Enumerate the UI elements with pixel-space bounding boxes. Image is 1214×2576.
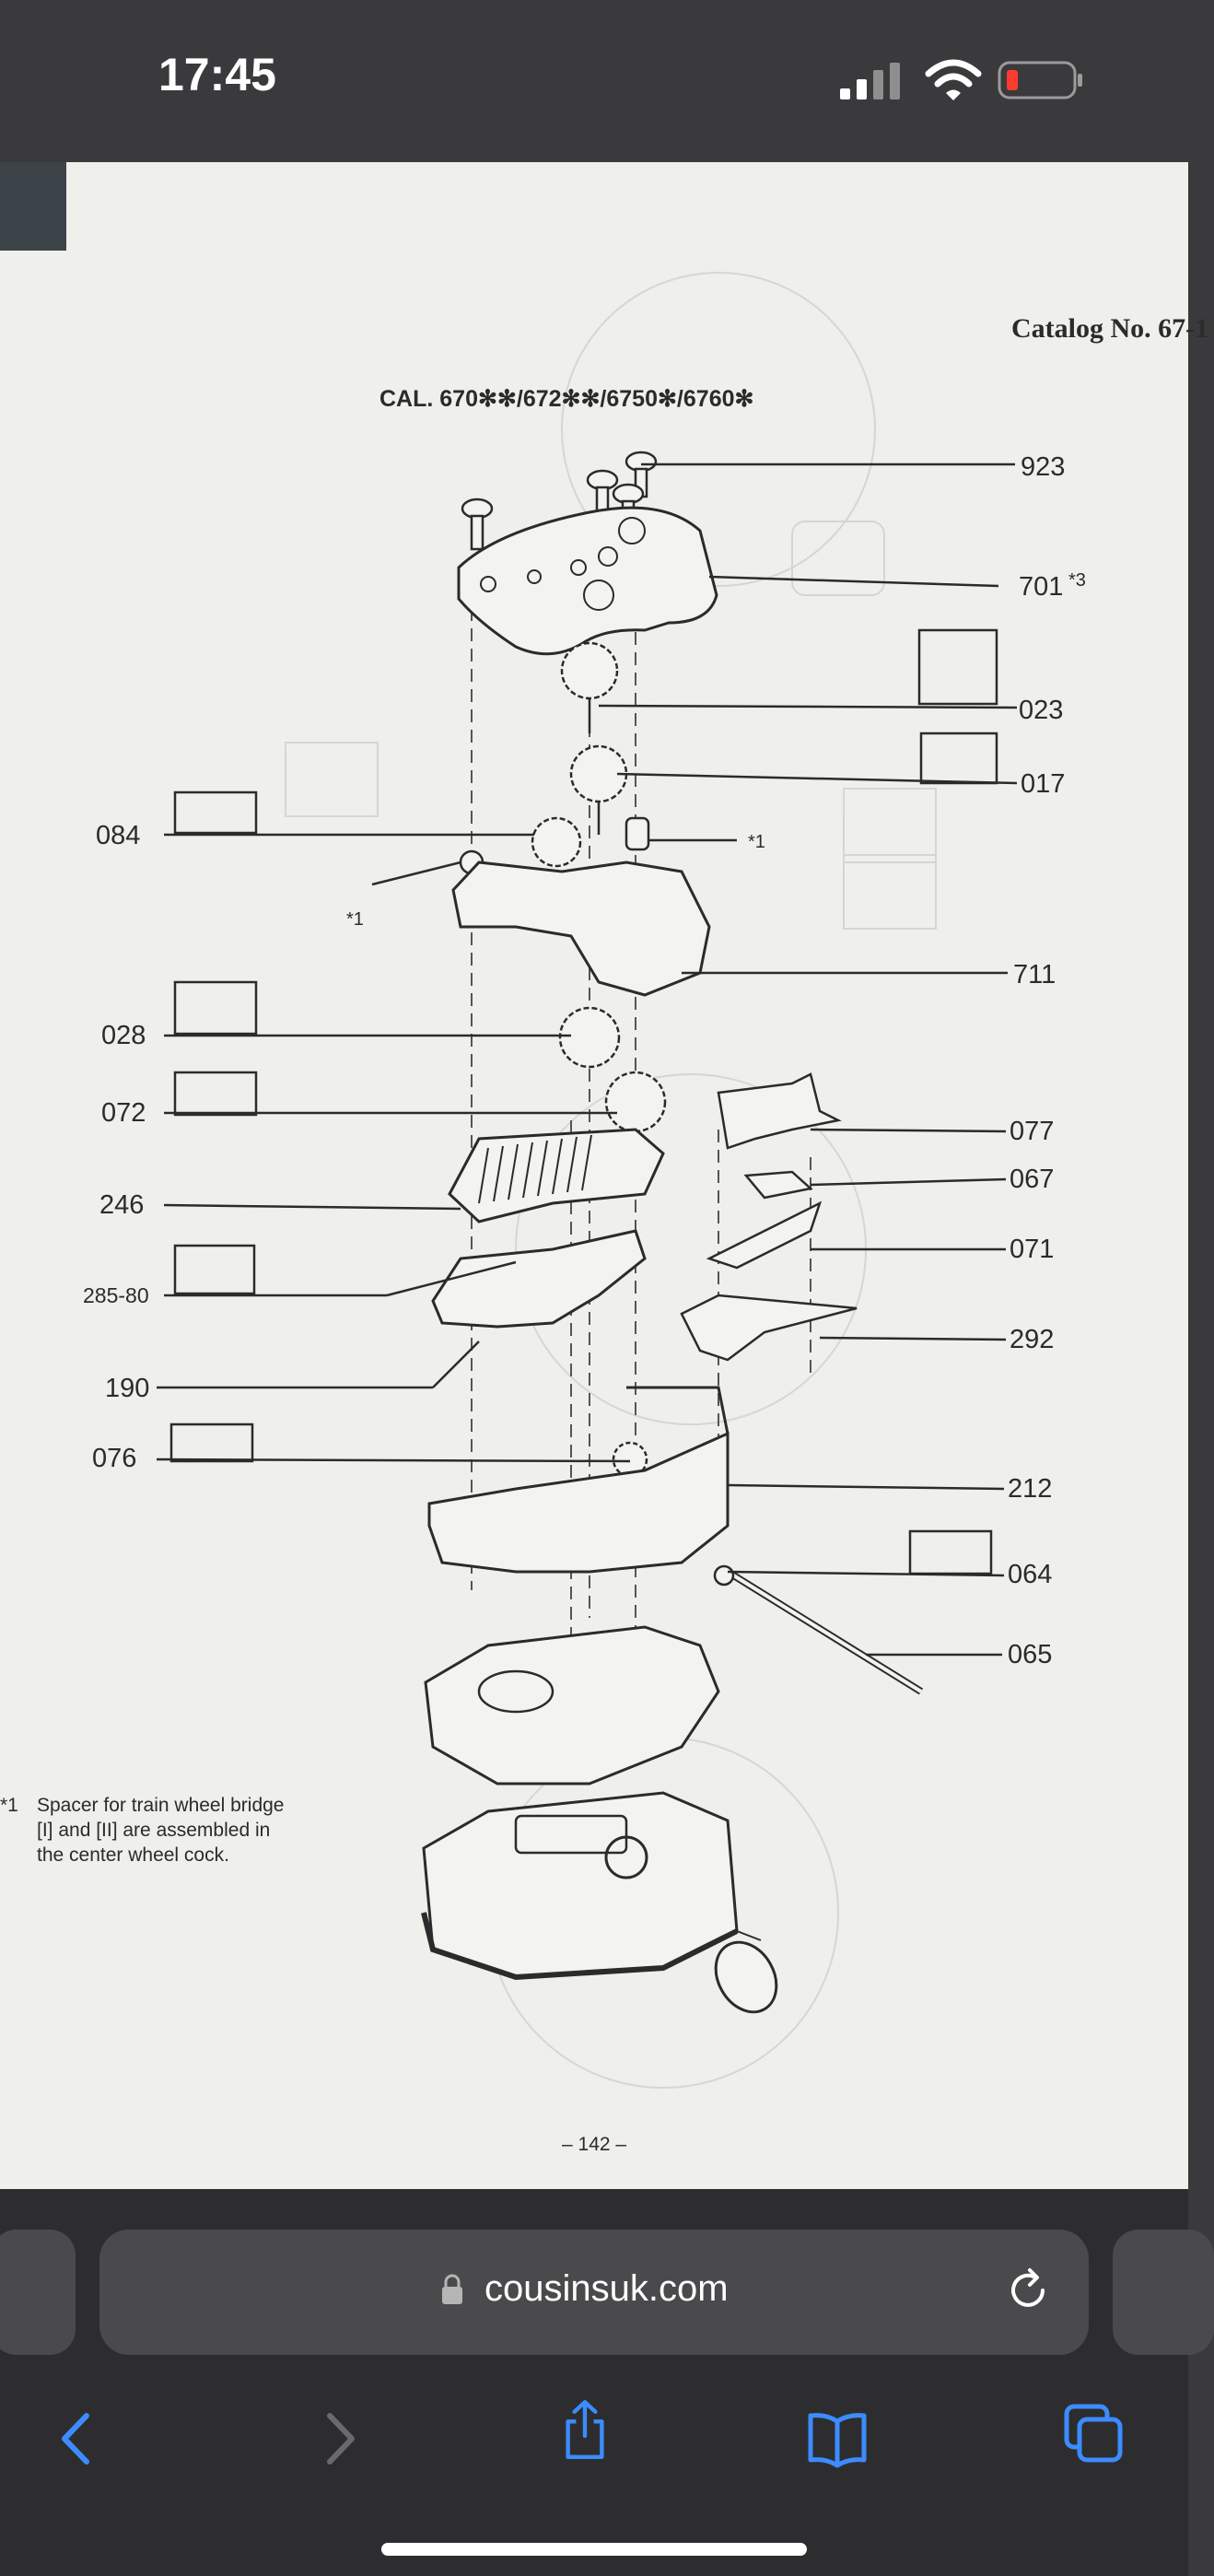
label-212: 212 [1008,1474,1052,1504]
label-077: 077 [1010,1117,1054,1146]
wifi-icon [925,59,982,100]
label-star1-right: *1 [748,832,765,852]
browser-bottom-bar: cousinsuk.com [0,2189,1214,2576]
label-028: 028 [101,1021,146,1050]
gear-wheels [459,641,667,1478]
label-711: 711 [1013,960,1056,989]
lock-icon [442,2274,462,2304]
label-064: 064 [1008,1560,1052,1589]
label-084: 084 [96,821,140,850]
back-icon[interactable] [46,2406,111,2471]
share-icon[interactable] [553,2397,617,2462]
home-indicator [381,2543,807,2556]
label-023: 023 [1019,696,1063,725]
cellular-signal-icon [840,63,900,100]
base-plate [424,1625,720,1786]
lever-parts [680,1072,858,1362]
status-bar: 17:45 [0,0,1188,162]
label-star1-left: *1 [346,909,364,930]
address-bar[interactable]: cousinsuk.com [99,2230,1089,2355]
label-701-note: *3 [1068,570,1086,591]
footnote-line: the center wheel cock. [37,1844,229,1866]
label-701: 701 [1019,572,1063,602]
footnote-line: Spacer for train wheel bridge [37,1795,285,1816]
part-711-bridge [451,861,711,997]
url-text: cousinsuk.com [484,2268,729,2309]
footnote-marker: *1 [0,1795,18,1816]
page-number: – 142 – [562,2134,627,2155]
label-071: 071 [1010,1235,1054,1264]
catalog-page: Catalog No. 67-1 CAL. 670✻✻/672✻✻/6750✻/… [0,162,1208,2189]
catalog-number: Catalog No. 67-1 [1011,313,1209,344]
status-time: 17:45 [158,49,276,100]
alignment-lines [471,521,811,1747]
part-212-block [427,1431,730,1574]
part-190-plate [431,1229,647,1329]
label-067: 067 [1010,1165,1054,1194]
next-tab-preview[interactable] [1113,2230,1214,2355]
forward-icon[interactable] [306,2406,370,2471]
leader-lines [156,463,1018,1657]
tabs-icon[interactable] [1061,2401,1126,2465]
label-246: 246 [99,1190,144,1220]
previous-tab-preview[interactable] [0,2230,76,2355]
label-065: 065 [1008,1640,1052,1669]
part-246-coil [448,1128,665,1224]
label-076: 076 [92,1444,136,1473]
label-292: 292 [1010,1325,1054,1354]
exploded-movement-diagram: 923 701 *3 023 017 *1 084 *1 711 028 072… [83,272,1086,2089]
assembled-movement [421,1791,778,2014]
reload-icon[interactable] [1002,2265,1054,2316]
label-923: 923 [1021,452,1065,482]
label-017: 017 [1021,769,1065,799]
footnote-line: [I] and [II] are assembled in [37,1820,271,1841]
scan-edge-shadow [0,162,66,251]
label-190: 190 [105,1374,149,1403]
label-285-80: 285-80 [83,1283,149,1307]
part-065-stem [713,1564,924,1695]
battery-icon [998,61,1082,100]
caliber-title: CAL. 670✻✻/672✻✻/6750✻/6760✻ [379,386,754,412]
part-701-bridge [457,506,718,656]
label-072: 072 [101,1098,146,1128]
bookmarks-icon[interactable] [805,2406,870,2471]
